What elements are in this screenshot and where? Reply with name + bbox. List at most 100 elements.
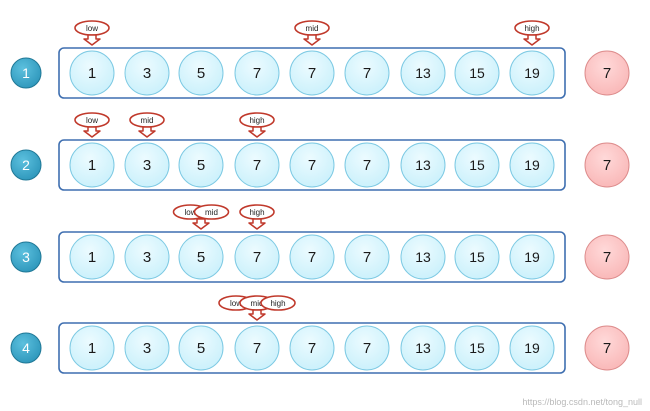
array-element bbox=[178, 50, 224, 96]
mid-pointer-label: mid bbox=[205, 208, 218, 217]
array-element bbox=[124, 50, 170, 96]
mid-pointer-label-outline bbox=[193, 204, 230, 220]
array-box bbox=[58, 47, 566, 99]
array-element-value: 13 bbox=[415, 249, 431, 265]
array-element bbox=[344, 50, 390, 96]
array-box bbox=[58, 139, 566, 191]
array-element bbox=[124, 325, 170, 371]
array-element bbox=[454, 325, 500, 371]
array-element-value: 7 bbox=[253, 157, 261, 174]
array-element-value: 3 bbox=[143, 157, 151, 174]
array-element-value: 1 bbox=[88, 65, 96, 82]
array-element bbox=[178, 142, 224, 188]
array-element-value: 7 bbox=[308, 157, 316, 174]
array-element bbox=[124, 142, 170, 188]
array-element-value: 5 bbox=[197, 340, 205, 357]
array-element bbox=[69, 234, 115, 280]
array-element-value: 7 bbox=[363, 157, 371, 174]
array-element-value: 7 bbox=[363, 340, 371, 357]
pointer-arrow-icon bbox=[138, 126, 156, 138]
array-element bbox=[289, 50, 335, 96]
step-badge bbox=[10, 149, 42, 181]
target-value: 7 bbox=[603, 65, 611, 82]
array-element bbox=[509, 325, 555, 371]
array-element bbox=[509, 142, 555, 188]
array-element bbox=[69, 325, 115, 371]
array-element-value: 3 bbox=[143, 340, 151, 357]
array-element-value: 19 bbox=[524, 65, 540, 81]
array-element-value: 1 bbox=[88, 340, 96, 357]
array-element bbox=[234, 234, 280, 280]
array-element-value: 15 bbox=[469, 340, 485, 356]
array-box bbox=[58, 322, 566, 374]
array-element bbox=[234, 50, 280, 96]
array-element bbox=[454, 234, 500, 280]
step-number: 3 bbox=[22, 249, 30, 265]
array-element-value: 3 bbox=[143, 249, 151, 266]
low-pointer-label: low bbox=[86, 116, 98, 125]
array-element-value: 15 bbox=[469, 65, 485, 81]
array-element bbox=[234, 142, 280, 188]
array-element-value: 13 bbox=[415, 340, 431, 356]
high-pointer-label: high bbox=[524, 24, 539, 33]
low-pointer-label: low bbox=[230, 299, 242, 308]
step-number: 4 bbox=[22, 340, 30, 356]
array-element bbox=[124, 234, 170, 280]
array-element-value: 3 bbox=[143, 65, 151, 82]
array-element-value: 15 bbox=[469, 249, 485, 265]
array-element bbox=[344, 325, 390, 371]
array-element bbox=[69, 142, 115, 188]
pointer-arrow-icon bbox=[303, 34, 321, 46]
high-pointer-label: high bbox=[270, 299, 285, 308]
array-element-value: 19 bbox=[524, 157, 540, 173]
array-element-value: 7 bbox=[363, 249, 371, 266]
mid-pointer-label: mid bbox=[306, 24, 319, 33]
step-number: 2 bbox=[22, 157, 30, 173]
array-element-value: 19 bbox=[524, 340, 540, 356]
array-element-value: 15 bbox=[469, 157, 485, 173]
target-circle bbox=[584, 325, 630, 371]
array-element-value: 7 bbox=[363, 65, 371, 82]
array-element-value: 7 bbox=[308, 340, 316, 357]
step-badge bbox=[10, 332, 42, 364]
pointer-arrow-icon bbox=[248, 218, 266, 230]
array-element-value: 13 bbox=[415, 65, 431, 81]
low-pointer-label: low bbox=[184, 208, 196, 217]
array-element-value: 5 bbox=[197, 249, 205, 266]
array-element-value: 1 bbox=[88, 157, 96, 174]
high-pointer-label-outline bbox=[260, 295, 296, 311]
array-element bbox=[289, 325, 335, 371]
array-element-value: 7 bbox=[253, 249, 261, 266]
array-element-value: 7 bbox=[253, 65, 261, 82]
target-value: 7 bbox=[603, 249, 611, 266]
array-element-value: 7 bbox=[253, 340, 261, 357]
array-element bbox=[509, 234, 555, 280]
array-element bbox=[344, 234, 390, 280]
array-element bbox=[509, 50, 555, 96]
pointer-arrow-icon bbox=[248, 126, 266, 138]
array-element-value: 7 bbox=[308, 249, 316, 266]
array-element bbox=[69, 50, 115, 96]
array-element bbox=[234, 325, 280, 371]
array-element bbox=[400, 234, 446, 280]
mid-pointer-label: mid bbox=[251, 299, 264, 308]
array-element bbox=[344, 142, 390, 188]
array-box bbox=[58, 231, 566, 283]
target-circle bbox=[584, 234, 630, 280]
array-element bbox=[400, 325, 446, 371]
array-element bbox=[400, 50, 446, 96]
mid-pointer-label: mid bbox=[141, 116, 154, 125]
step-number: 1 bbox=[22, 65, 30, 81]
target-circle bbox=[584, 142, 630, 188]
array-element bbox=[289, 142, 335, 188]
high-pointer-label: high bbox=[249, 208, 264, 217]
array-element-value: 5 bbox=[197, 157, 205, 174]
array-element-value: 7 bbox=[308, 65, 316, 82]
array-element bbox=[454, 142, 500, 188]
